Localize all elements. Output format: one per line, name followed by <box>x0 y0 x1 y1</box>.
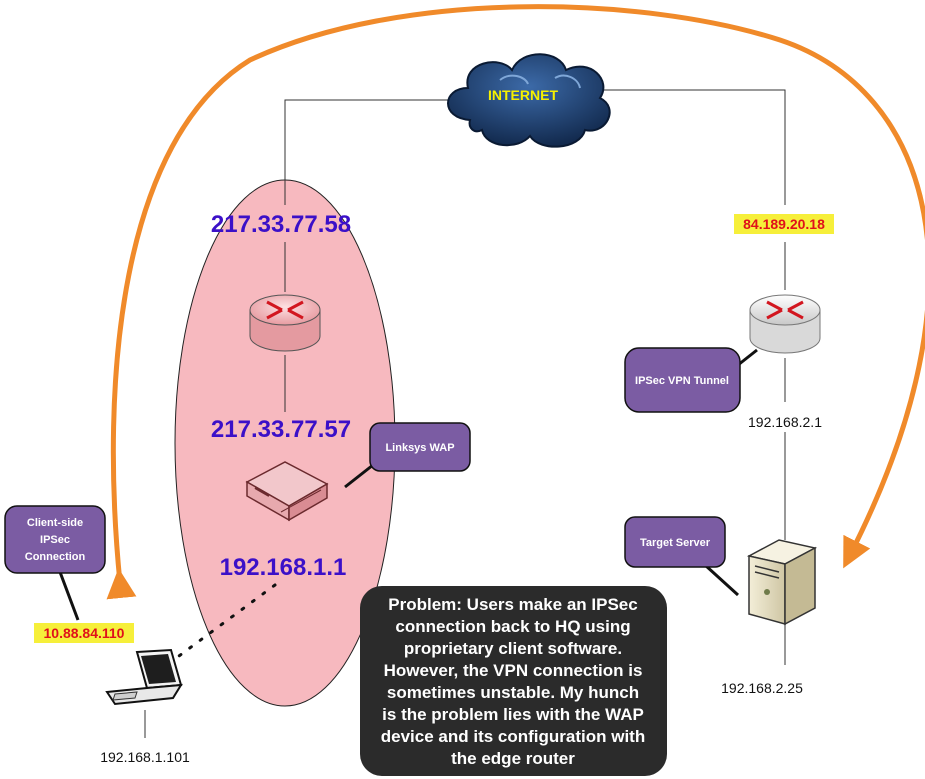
wireless-access-point-icon <box>245 461 329 522</box>
client-ipsec-callout: Client-side IPSec Connection <box>4 505 106 621</box>
problem-line: is the problem lies with the WAP <box>382 705 644 724</box>
ipsec-vpn-tunnel-callout: IPSec VPN Tunnel <box>624 347 758 413</box>
problem-line: the edge router <box>451 749 575 768</box>
router-icon <box>749 294 821 354</box>
connection-lines <box>144 89 786 738</box>
client-tunnel-ip-highlight <box>34 623 134 643</box>
wireless-link <box>158 583 277 672</box>
router-icon <box>249 294 321 352</box>
ipsec-tunnel-arrow <box>106 4 925 600</box>
target-server-callout: Target Server <box>624 516 740 597</box>
problem-line: connection back to HQ using <box>395 617 630 636</box>
server-ip: 192.168.2.25 <box>721 680 803 696</box>
problem-line: sometimes unstable. My hunch <box>387 683 639 702</box>
problem-line: However, the VPN connection is <box>384 661 643 680</box>
right-uplink-line <box>590 89 786 205</box>
right-router-lan-ip: 192.168.2.1 <box>748 414 822 430</box>
right-wan-ip: 84.189.20.18 <box>743 216 825 232</box>
left-router-lan-ip: 217.33.77.57 <box>211 416 351 443</box>
cloud-label: INTERNET <box>488 87 558 103</box>
left-uplink-line <box>284 99 455 205</box>
wap-ip: 192.168.1.1 <box>220 554 347 581</box>
svg-text:Linksys WAP: Linksys WAP <box>385 442 454 454</box>
svg-text:IPSec: IPSec <box>40 534 70 546</box>
linksys-wap-callout: Linksys WAP <box>344 422 471 489</box>
svg-text:Target Server: Target Server <box>640 537 711 549</box>
client-tunnel-ip: 10.88.84.110 <box>44 625 125 641</box>
server-icon <box>746 539 818 626</box>
left-wan-ip: 217.33.77.58 <box>211 211 351 238</box>
laptop-icon <box>105 648 183 706</box>
problem-description-box: Problem: Users make an IPSec connection … <box>360 586 667 776</box>
client-lan-ip: 192.168.1.101 <box>100 749 190 765</box>
svg-text:IPSec VPN Tunnel: IPSec VPN Tunnel <box>635 375 729 387</box>
svg-text:Client-side: Client-side <box>27 517 83 529</box>
svg-text:Connection: Connection <box>25 551 86 563</box>
problem-line: device and its configuration with <box>381 727 645 746</box>
cloud-icon <box>447 53 611 148</box>
problem-line: Problem: Users make an IPSec <box>388 595 637 614</box>
right-wan-ip-highlight <box>734 214 834 234</box>
problem-line: proprietary client software. <box>404 639 622 658</box>
